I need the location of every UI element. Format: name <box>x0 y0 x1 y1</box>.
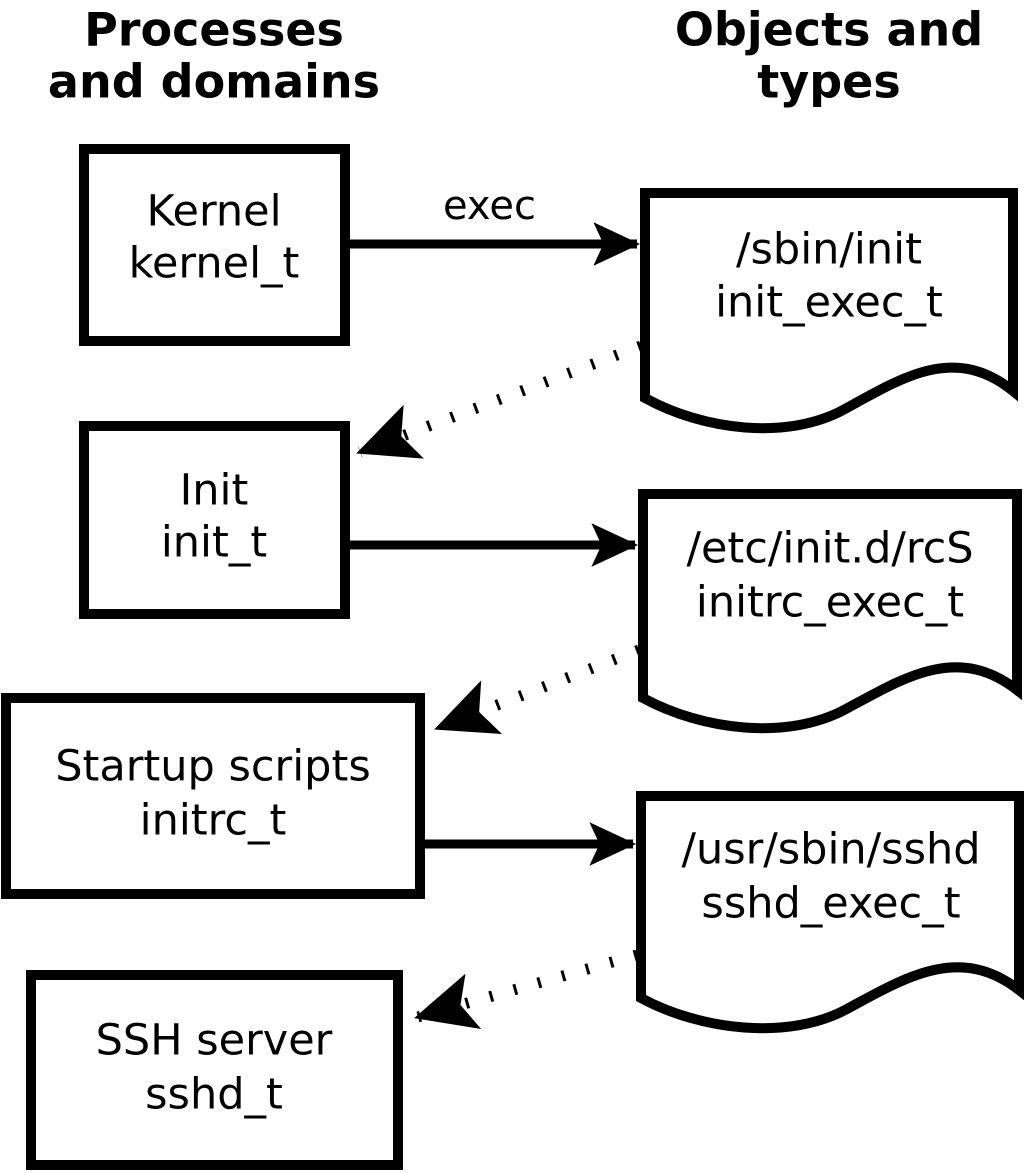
edge-line-init-transition <box>356 340 643 459</box>
object-node-init-exec-path: /sbin/init <box>736 225 922 275</box>
process-node-sshd-name: SSH server <box>96 1016 333 1066</box>
column-heading-processes-line2: and domains <box>48 55 380 109</box>
object-node-init-exec-shape[interactable] <box>640 188 1018 434</box>
process-node-initrc-name: Startup scripts <box>55 742 371 792</box>
object-node-sshd-exec[interactable]: /usr/sbin/sshd sshd_exec_t <box>636 791 1024 1034</box>
process-node-sshd[interactable]: SSH server sshd_t <box>26 970 403 1170</box>
process-node-initrc-box[interactable] <box>1 693 425 899</box>
object-node-sshd-exec-type: sshd_exec_t <box>701 879 960 929</box>
object-node-initrc-exec[interactable]: /etc/init.d/rcS initrc_exec_t <box>638 489 1022 734</box>
process-node-sshd-box[interactable] <box>26 970 403 1170</box>
column-heading-processes-line1: Processes <box>84 3 344 57</box>
process-node-initrc-type: initrc_t <box>140 796 287 846</box>
column-heading-objects-line1: Objects and <box>675 3 983 57</box>
process-node-sshd-type: sshd_t <box>145 1070 283 1120</box>
edge-line-sshd-transition <box>414 949 639 1029</box>
process-node-init-type: init_t <box>161 518 267 568</box>
edge-line-initrc-transition <box>434 644 641 734</box>
object-node-initrc-exec-shape[interactable] <box>638 489 1022 734</box>
process-node-initrc[interactable]: Startup scripts initrc_t <box>1 693 425 899</box>
process-node-init-name: Init <box>180 466 249 516</box>
object-node-sshd-exec-path: /usr/sbin/sshd <box>681 825 980 875</box>
process-node-init-box[interactable] <box>79 421 350 619</box>
edge-init-exec-transition-init <box>356 340 643 459</box>
object-node-init-exec[interactable]: /sbin/init init_exec_t <box>640 188 1018 434</box>
process-node-kernel[interactable]: Kernel kernel_t <box>79 144 350 346</box>
object-node-initrc-exec-path: /etc/init.d/rcS <box>686 524 973 574</box>
column-heading-objects-line2: types <box>757 55 900 109</box>
process-node-init[interactable]: Init init_t <box>79 421 350 619</box>
object-node-init-exec-type: init_exec_t <box>715 278 943 328</box>
edge-label-exec: exec <box>443 183 536 229</box>
edge-initrc-exec-transition-initrc <box>434 644 641 734</box>
column-heading-objects: Objects and types <box>675 3 983 109</box>
object-node-sshd-exec-shape[interactable] <box>636 791 1024 1034</box>
process-node-kernel-box[interactable] <box>79 144 350 346</box>
object-node-initrc-exec-type: initrc_exec_t <box>696 578 964 628</box>
edge-kernel-exec-init-exec: exec <box>349 183 641 266</box>
process-node-kernel-name: Kernel <box>146 187 281 237</box>
column-heading-processes: Processes and domains <box>48 3 380 109</box>
edge-sshd-exec-transition-sshd <box>414 949 639 1029</box>
process-node-kernel-type: kernel_t <box>129 239 300 289</box>
